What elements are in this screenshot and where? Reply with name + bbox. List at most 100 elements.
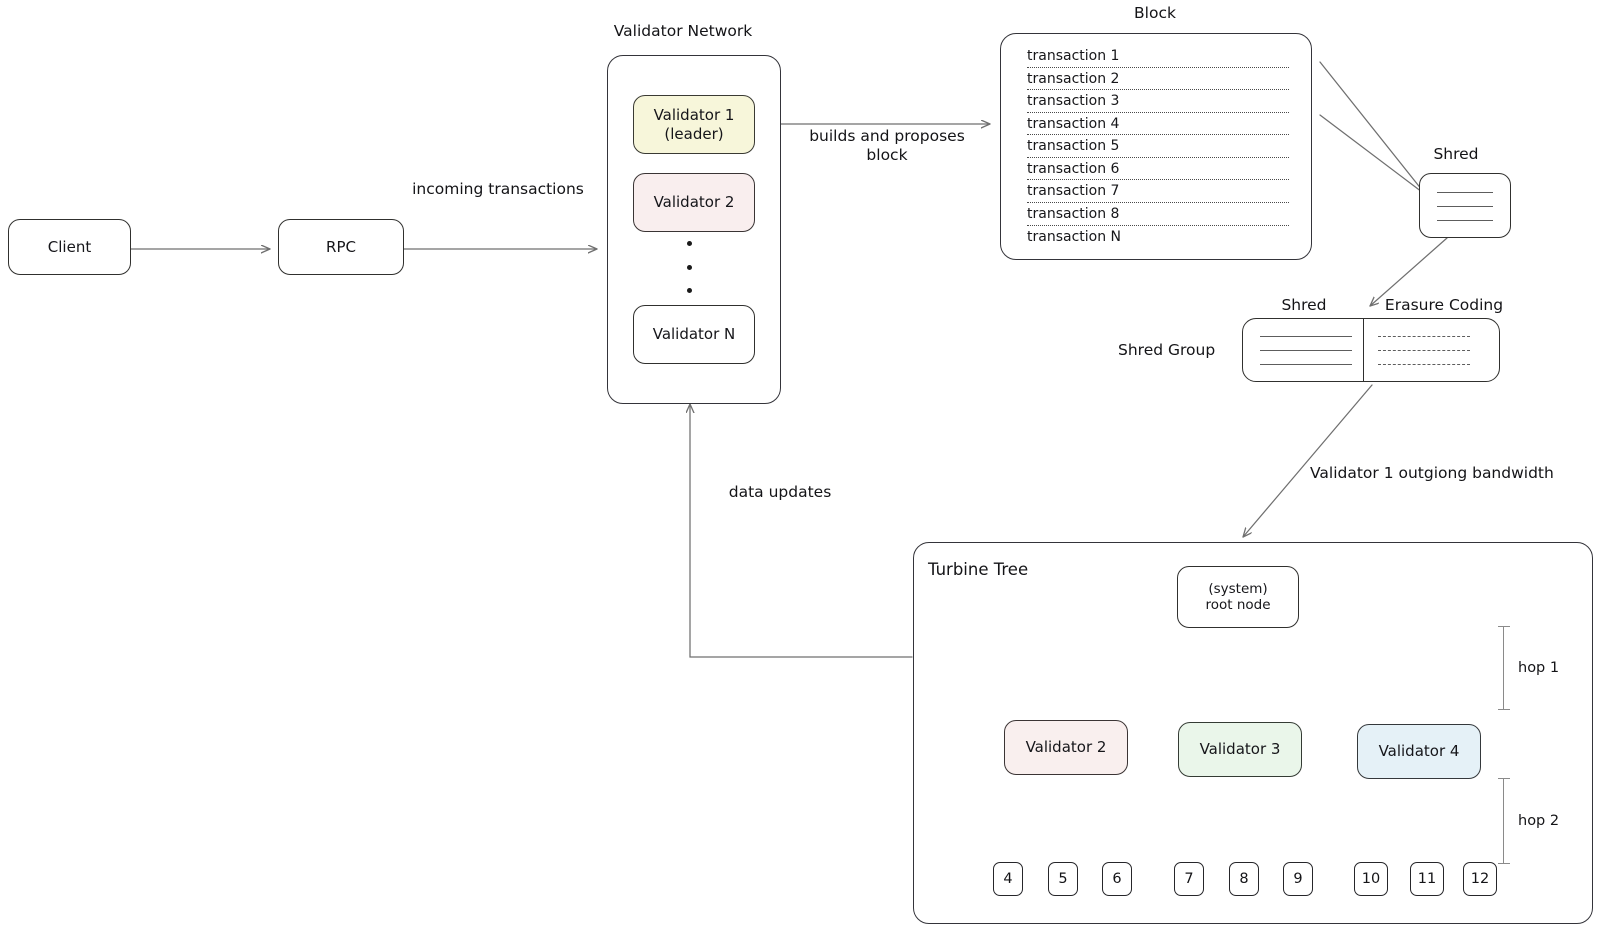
block-transaction-label: transaction 6 xyxy=(1027,160,1120,177)
turbine-leaf-node[interactable]: 6 xyxy=(1102,862,1132,896)
label-outgoing-bandwidth: Validator 1 outgiong bandwidth xyxy=(1310,464,1554,482)
turbine-leaf-node[interactable]: 9 xyxy=(1283,862,1313,896)
block-transaction-row: transaction 7 xyxy=(1027,181,1289,204)
validator-n-node[interactable]: Validator N xyxy=(633,305,755,364)
turbine-root-node[interactable]: (system) root node xyxy=(1177,566,1299,628)
shred-group-solid-lines xyxy=(1260,328,1352,372)
leaf-label: 7 xyxy=(1184,871,1194,887)
turbine-leaf-node[interactable]: 11 xyxy=(1410,862,1444,896)
validator-n-label: Validator N xyxy=(652,325,736,344)
leaf-label: 10 xyxy=(1361,871,1381,887)
block-transaction-row: transaction 6 xyxy=(1027,159,1289,182)
validator-1-leader-node[interactable]: Validator 1 (leader) xyxy=(633,95,755,154)
validator-2-label: Validator 2 xyxy=(653,193,735,212)
shred-box-lines xyxy=(1437,182,1493,230)
block-transaction-label: transaction 2 xyxy=(1027,70,1120,87)
block-transaction-label: transaction 1 xyxy=(1027,48,1120,64)
ellipsis-dots xyxy=(686,241,692,293)
block-transaction-row: transaction 1 xyxy=(1027,46,1289,69)
block-transaction-label: transaction 7 xyxy=(1027,183,1120,200)
label-data-updates: data updates xyxy=(728,483,832,501)
dot-2 xyxy=(686,264,692,270)
turbine-validator-3-node[interactable]: Validator 3 xyxy=(1178,722,1302,777)
block-transaction-label: transaction 3 xyxy=(1027,93,1120,110)
block-transaction-dotted-rule xyxy=(1027,134,1289,136)
leaf-label: 6 xyxy=(1112,871,1122,887)
erasure-coding-dashed-lines xyxy=(1378,328,1470,372)
block-transaction-row: transaction N xyxy=(1027,227,1289,250)
turbine-root-label: (system) root node xyxy=(1205,580,1271,613)
block-transaction-dotted-rule xyxy=(1027,89,1289,91)
block-transaction-label: transaction N xyxy=(1027,228,1122,245)
shred-group-line-3 xyxy=(1260,363,1352,365)
hop-1-cap-top xyxy=(1498,626,1510,627)
block-transaction-row: transaction 5 xyxy=(1027,136,1289,159)
shred-group-title: Shred Group xyxy=(1118,341,1216,359)
turbine-validator-2-node[interactable]: Validator 2 xyxy=(1004,720,1128,775)
hop-2-bracket: hop 2 xyxy=(1498,778,1578,864)
shred-group-line-1 xyxy=(1260,335,1352,337)
erasure-line-1 xyxy=(1378,335,1470,337)
leaf-label: 5 xyxy=(1058,871,1068,887)
leaf-label: 9 xyxy=(1293,871,1303,887)
block-transaction-dotted-rule xyxy=(1027,111,1289,113)
turbine-leaf-node[interactable]: 4 xyxy=(993,862,1023,896)
hop-2-cap-top xyxy=(1498,778,1510,779)
block-transaction-row: transaction 2 xyxy=(1027,69,1289,92)
block-title: Block xyxy=(1134,4,1176,22)
turbine-validator-4-node[interactable]: Validator 4 xyxy=(1357,724,1481,779)
hop-2-label: hop 2 xyxy=(1518,813,1560,829)
shred-group-divider xyxy=(1363,318,1364,382)
label-incoming-transactions: incoming transactions xyxy=(412,180,584,198)
block-transaction-label: transaction 5 xyxy=(1027,138,1120,155)
validator-1-label: Validator 1 (leader) xyxy=(653,106,735,143)
hop-1-label: hop 1 xyxy=(1518,660,1560,676)
hop-1-vertical xyxy=(1503,626,1504,710)
validator-2-node[interactable]: Validator 2 xyxy=(633,173,755,232)
hop-2-cap-bottom xyxy=(1498,863,1510,864)
block-box: transaction 1 transaction 2 transaction 3 t… xyxy=(1000,33,1312,260)
block-transaction-dotted-rule xyxy=(1027,156,1289,158)
erasure-line-2 xyxy=(1378,349,1470,351)
turbine-leaf-node[interactable]: 10 xyxy=(1354,862,1388,896)
shred-line-3 xyxy=(1437,219,1493,221)
shred-group-right-title: Erasure Coding xyxy=(1384,296,1504,314)
shred-title: Shred xyxy=(1433,145,1479,163)
turbine-leaf-node[interactable]: 8 xyxy=(1229,862,1259,896)
turbine-tree-title: Turbine Tree xyxy=(928,560,1029,579)
hop-1-cap-bottom xyxy=(1498,709,1510,710)
turbine-leaf-node[interactable]: 12 xyxy=(1463,862,1497,896)
shred-group-line-2 xyxy=(1260,349,1352,351)
turbine-leaf-node[interactable]: 5 xyxy=(1048,862,1078,896)
block-transaction-row: transaction 8 xyxy=(1027,204,1289,227)
turbine-leaf-node[interactable]: 7 xyxy=(1174,862,1204,896)
leaf-label: 11 xyxy=(1417,871,1437,887)
node-client-label: Client xyxy=(47,237,92,256)
shred-line-2 xyxy=(1437,205,1493,207)
dot-1 xyxy=(686,241,692,246)
block-transaction-dotted-rule xyxy=(1027,224,1289,226)
turbine-validator-4-label: Validator 4 xyxy=(1378,742,1460,761)
dot-3 xyxy=(686,288,692,293)
block-transaction-dotted-rule xyxy=(1027,201,1289,203)
leaf-label: 4 xyxy=(1003,871,1013,887)
shred-group-left-title: Shred xyxy=(1281,296,1327,314)
leaf-label: 12 xyxy=(1470,871,1490,887)
block-transaction-label: transaction 4 xyxy=(1027,115,1120,132)
erasure-line-3 xyxy=(1378,363,1470,365)
edge-shredgroup-turbine xyxy=(1243,384,1373,537)
node-rpc[interactable]: RPC xyxy=(278,219,404,275)
block-transaction-row: transaction 4 xyxy=(1027,114,1289,137)
block-transaction-dotted-rule xyxy=(1027,179,1289,181)
node-rpc-label: RPC xyxy=(326,237,356,256)
edge-data-updates xyxy=(690,404,913,658)
block-transaction-row: transaction 3 xyxy=(1027,91,1289,114)
block-transaction-dotted-rule xyxy=(1027,66,1289,68)
edge-block-shred-a xyxy=(1319,61,1423,191)
block-transaction-label: transaction 8 xyxy=(1027,205,1120,222)
node-client[interactable]: Client xyxy=(8,219,131,275)
shred-line-1 xyxy=(1437,191,1493,193)
validator-network-title: Validator Network xyxy=(613,22,753,40)
turbine-validator-3-label: Validator 3 xyxy=(1199,740,1281,759)
